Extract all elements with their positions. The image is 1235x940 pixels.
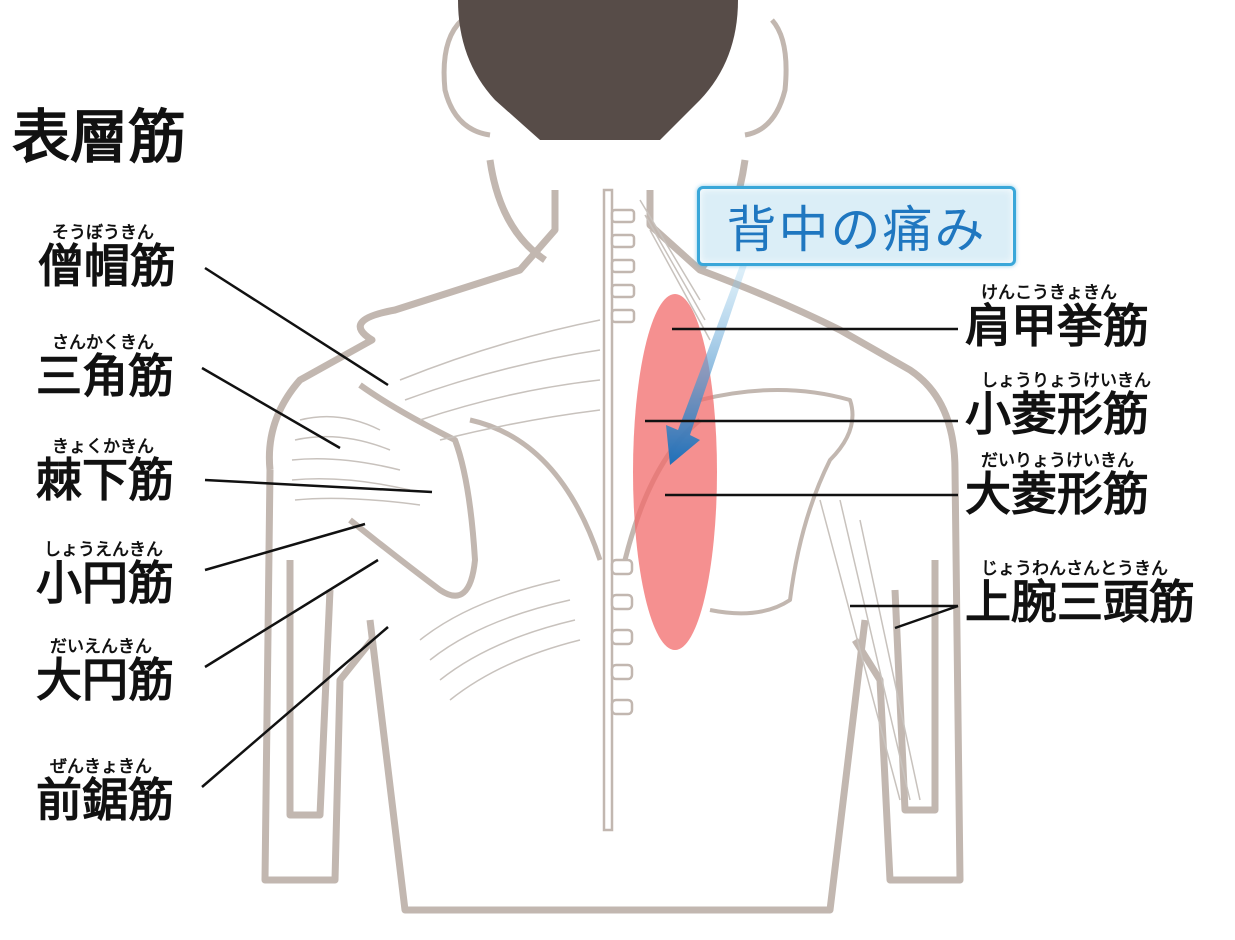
- muscle-name: 前鋸筋: [36, 773, 174, 827]
- label-serratus-anterior: ぜんきょきん 前鋸筋: [36, 752, 174, 823]
- pain-arrow-icon: [666, 260, 748, 465]
- label-teres-minor: しょうえんきん 小円筋: [36, 535, 174, 606]
- label-rhomboid-major: だいりょうけいきん 大菱形筋: [965, 446, 1149, 517]
- section-title: 表層筋: [12, 103, 187, 171]
- muscle-name: 大菱形筋: [965, 467, 1149, 521]
- pain-area-highlight: [633, 294, 717, 650]
- ruby: ぜんきょきん: [50, 757, 152, 777]
- ruby: きょくかきん: [52, 437, 154, 457]
- callout-text: 背中の痛み: [726, 201, 987, 259]
- muscle-name: 大円筋: [36, 653, 174, 707]
- back-pain-callout: 背中の痛み: [697, 186, 1016, 266]
- label-deltoid: さんかくきん 三角筋: [36, 328, 174, 399]
- spine: [602, 188, 636, 832]
- muscle-fibers: [291, 199, 921, 801]
- label-rhomboid-minor: しょうりょうけいきん 小菱形筋: [965, 366, 1151, 437]
- label-levator-scapulae: けんこうきょきん 肩甲挙筋: [965, 278, 1149, 349]
- label-teres-major: だいえんきん 大円筋: [36, 632, 174, 703]
- body-outline: [261, 18, 964, 914]
- muscle-name: 小菱形筋: [965, 387, 1149, 441]
- leader-lines: [201, 266, 959, 788]
- ruby: だいえんきん: [50, 637, 152, 657]
- ruby: しょうりょうけいきん: [981, 371, 1151, 391]
- muscle-name: 僧帽筋: [38, 239, 176, 293]
- ruby: しょうえんきん: [44, 540, 163, 560]
- muscle-name: 上腕三頭筋: [965, 575, 1195, 629]
- ruby: じょうわんさんとうきん: [981, 559, 1168, 579]
- hair: [458, 0, 738, 140]
- ruby: そうぼうきん: [52, 223, 154, 243]
- muscle-name: 棘下筋: [36, 453, 174, 507]
- ruby: だいりょうけいきん: [981, 451, 1134, 471]
- muscle-name: 三角筋: [36, 349, 174, 403]
- label-trapezius: そうぼうきん 僧帽筋: [38, 218, 176, 289]
- ruby: けんこうきょきん: [981, 283, 1117, 303]
- label-infraspinatus: きょくかきん 棘下筋: [36, 432, 174, 503]
- muscle-name: 小円筋: [36, 556, 174, 610]
- label-triceps: じょうわんさんとうきん 上腕三頭筋: [965, 554, 1195, 625]
- muscle-name: 肩甲挙筋: [965, 299, 1149, 353]
- ruby: さんかくきん: [52, 333, 154, 353]
